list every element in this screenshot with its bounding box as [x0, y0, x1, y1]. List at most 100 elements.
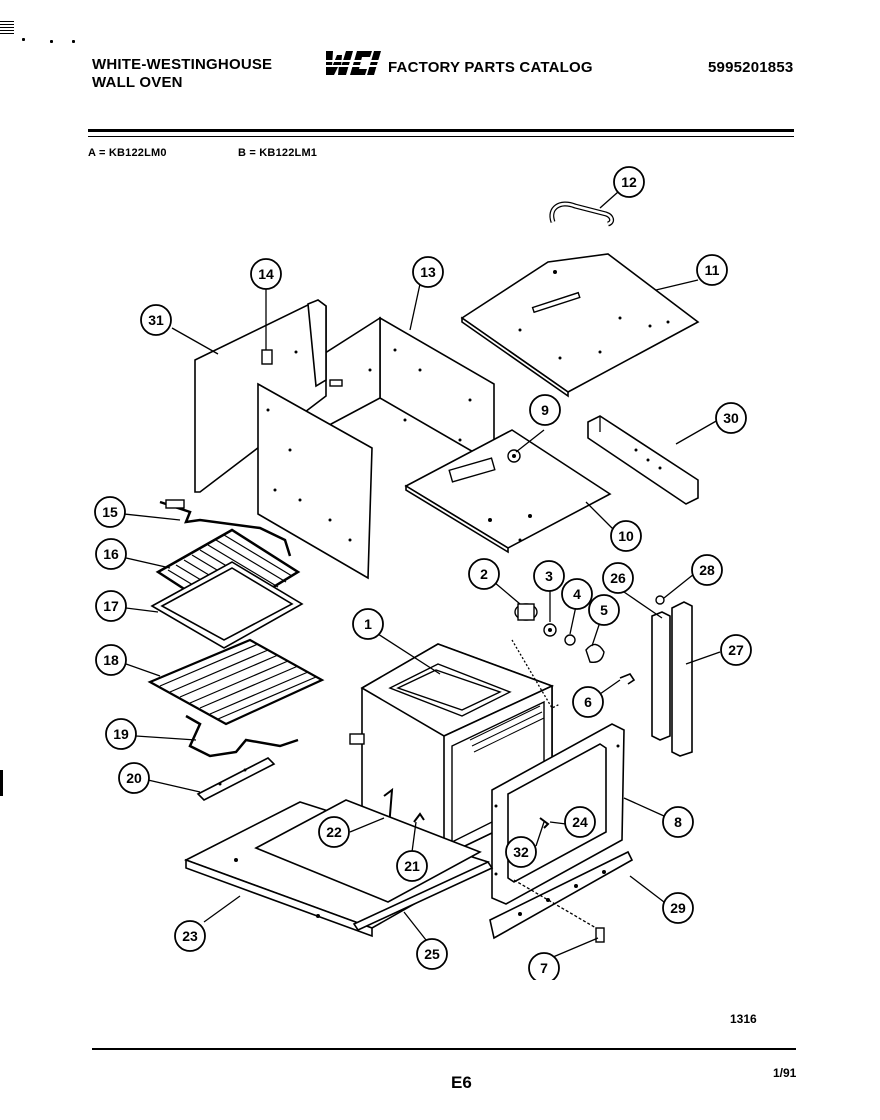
svg-text:6: 6 [584, 694, 592, 710]
part-14-bracket [261, 349, 273, 365]
svg-text:10: 10 [618, 528, 634, 544]
svg-text:21: 21 [404, 858, 420, 874]
callout-32: 32 [505, 836, 537, 868]
callout-21: 21 [396, 850, 428, 882]
callout-19: 19 [105, 718, 137, 750]
part-25-front-strip [352, 860, 494, 932]
model-a: A = KB122LM0 [88, 147, 167, 159]
brand-line-2: WALL OVEN [92, 74, 183, 91]
part-15-bake-element [159, 499, 292, 557]
svg-text:7: 7 [540, 960, 548, 976]
part-27-trim [671, 601, 693, 757]
callout-7: 7 [528, 952, 560, 980]
page-number: E6 [451, 1073, 472, 1092]
callout-25: 25 [416, 938, 448, 970]
part-4-washer [564, 634, 576, 646]
part-24-hinge [539, 817, 550, 829]
callout-17: 17 [95, 590, 127, 622]
callout-20: 20 [118, 762, 150, 794]
svg-text:19: 19 [113, 726, 129, 742]
svg-text:29: 29 [670, 900, 686, 916]
scan-edge-mark [0, 770, 3, 796]
callout-29: 29 [662, 892, 694, 924]
part-17-broil-pan [150, 561, 304, 649]
callout-15: 15 [94, 496, 126, 528]
callouts: 1 2 3 4 5 6 7 8 9 10 11 12 13 14 15 16 1… [94, 166, 752, 980]
model-b: B = KB122LM1 [238, 147, 318, 159]
side-panel [257, 382, 373, 580]
callout-13: 13 [412, 256, 444, 288]
callout-1: 1 [352, 608, 384, 640]
callout-14: 14 [250, 258, 282, 290]
scan-edge-mark [0, 20, 14, 34]
scan-speck [72, 40, 75, 43]
callout-2: 2 [468, 558, 500, 590]
part-9-fitting [507, 449, 521, 463]
callout-26: 26 [602, 562, 634, 594]
svg-text:1: 1 [364, 616, 372, 632]
part-10-bottom-panel [404, 429, 612, 554]
wci-logo [322, 51, 384, 75]
part-20-terminal-block [196, 757, 276, 801]
part-19-broil-element [185, 714, 299, 758]
part-6-clip [619, 673, 636, 685]
svg-text:28: 28 [699, 562, 715, 578]
svg-text:23: 23 [182, 928, 198, 944]
svg-text:9: 9 [541, 402, 549, 418]
callout-18: 18 [95, 644, 127, 676]
footer-rule [92, 1048, 796, 1050]
catalog-date: 1/91 [773, 1066, 797, 1080]
svg-text:32: 32 [513, 844, 529, 860]
part-28-screw [655, 595, 665, 605]
part-5-lamp [585, 643, 605, 663]
callout-9: 9 [529, 394, 561, 426]
callout-8: 8 [662, 806, 694, 838]
svg-text:17: 17 [103, 598, 119, 614]
svg-text:4: 4 [573, 586, 581, 602]
callout-28: 28 [691, 554, 723, 586]
part-2-knob [514, 603, 538, 621]
exploded-parts-diagram: 1 2 3 4 5 6 7 8 9 10 11 12 13 14 15 16 1… [94, 166, 752, 980]
callout-27: 27 [720, 634, 752, 666]
catalog-number: 5995201853 [708, 59, 794, 76]
svg-text:13: 13 [420, 264, 436, 280]
part-11-top-panel [460, 253, 700, 398]
svg-text:20: 20 [126, 770, 142, 786]
callout-31: 31 [140, 304, 172, 336]
svg-text:24: 24 [572, 814, 588, 830]
catalog-title: FACTORY PARTS CATALOG [388, 59, 593, 76]
part-18-oven-rack [147, 638, 325, 726]
scan-speck [22, 38, 25, 41]
part-3-nut [543, 623, 557, 637]
callout-23: 23 [174, 920, 206, 952]
part-30-bracket-bar [587, 415, 699, 505]
svg-text:3: 3 [545, 568, 553, 584]
svg-text:14: 14 [258, 266, 274, 282]
callout-16: 16 [95, 538, 127, 570]
svg-text:27: 27 [728, 642, 744, 658]
svg-text:22: 22 [326, 824, 342, 840]
part-29-bottom-trim [489, 850, 634, 940]
callout-10: 10 [610, 520, 642, 552]
svg-text:25: 25 [424, 946, 440, 962]
header-rule-thick [88, 129, 794, 132]
scan-speck [50, 40, 53, 43]
svg-text:15: 15 [102, 504, 118, 520]
svg-text:8: 8 [674, 814, 682, 830]
svg-text:5: 5 [600, 602, 608, 618]
callout-22: 22 [318, 816, 350, 848]
callout-3: 3 [533, 560, 565, 592]
part-12-wire [549, 201, 615, 227]
callout-5: 5 [588, 594, 620, 626]
callout-6: 6 [572, 686, 604, 718]
svg-text:18: 18 [103, 652, 119, 668]
callout-12: 12 [613, 166, 645, 198]
svg-text:12: 12 [621, 174, 637, 190]
part-21-clip [413, 812, 425, 823]
header-rule-thin [88, 136, 794, 137]
callout-24: 24 [564, 806, 596, 838]
callout-30: 30 [715, 402, 747, 434]
svg-text:11: 11 [705, 262, 720, 278]
drawing-number: 1316 [730, 1012, 757, 1026]
svg-text:26: 26 [610, 570, 626, 586]
